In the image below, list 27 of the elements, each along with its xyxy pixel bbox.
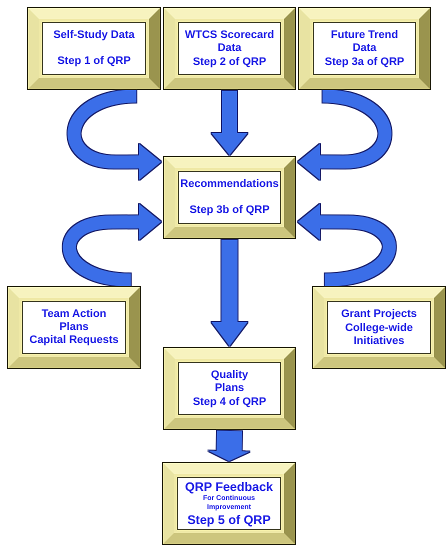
box-text: College-wide Initiatives [344, 322, 414, 348]
box-text: WTCS Scorecard Data [184, 28, 276, 54]
down-arrow [212, 240, 248, 346]
down-arrow [212, 91, 248, 155]
box-text: Self-Study Data [53, 29, 135, 42]
box-text: Recommendations [180, 178, 279, 191]
box-text: Step 1 of QRP [57, 55, 131, 68]
box-text: Grant Projects [341, 308, 417, 320]
box-text: Step 2 of QRP [192, 56, 266, 68]
box-text: Step 5 of QRP [187, 513, 271, 527]
framed-box [164, 157, 295, 238]
box-text: Step 3a of QRP [324, 56, 404, 68]
box-text: Team Action Plans [40, 308, 108, 334]
box-text: Capital Requests [29, 334, 119, 347]
framed-box [28, 8, 160, 89]
box-text: Step 3b of QRP [189, 204, 270, 217]
box-text: Step 4 of QRP [192, 396, 266, 408]
box-text: Future Trend Data [330, 28, 400, 54]
framed-box [299, 8, 430, 89]
framed-box [164, 348, 295, 429]
box-text: QRP Feedback [184, 480, 273, 494]
framed-box [313, 287, 445, 368]
framed-box [8, 287, 140, 368]
framed-box [164, 8, 295, 89]
framed-box [163, 463, 295, 544]
box-text: Quality Plans [210, 368, 250, 394]
down-arrow [208, 430, 250, 462]
